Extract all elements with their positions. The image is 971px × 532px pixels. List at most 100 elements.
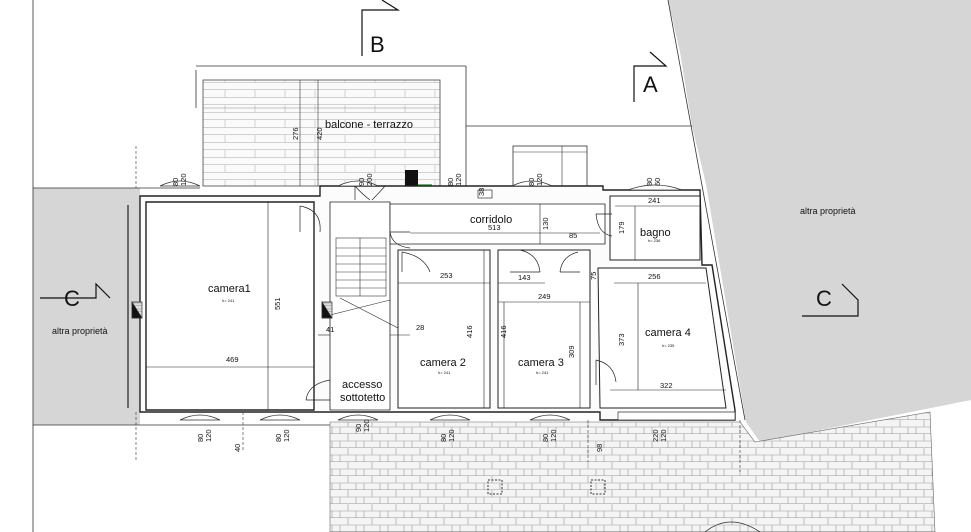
opening-labels-bottom: 80 120 40 80 120 90 120 80 120 80 120 98… (196, 419, 668, 452)
balcony-step (405, 170, 418, 186)
opening-top-a: 80 (171, 178, 180, 186)
door-camera3 (510, 249, 541, 273)
roof-skylight (704, 521, 761, 532)
opening-bottom-a: 80 (439, 434, 448, 442)
opening-bottom-a: 90 (354, 424, 363, 432)
door-camera4-inner (595, 359, 617, 385)
dim-corridoio-width: 130 (541, 217, 550, 230)
opening-top-a: 90 (357, 178, 366, 186)
staircase (335, 237, 387, 297)
door-bagno (595, 213, 613, 237)
room-label-camera1: camera1 (208, 283, 251, 295)
section-c-left-label: C (64, 286, 80, 311)
dim-camera4-width-top: 256 (648, 272, 661, 281)
neighbor-areas (33, 0, 971, 442)
opening-bottom-b: 120 (447, 429, 456, 442)
opening-bottom-a: 40 (233, 444, 242, 452)
neighbor-label-left: altra proprietà (52, 326, 108, 336)
dimension-lines (146, 202, 726, 410)
balcony (195, 70, 588, 187)
room-height-camera1: h= 241 (222, 298, 235, 303)
section-b-flag (361, 0, 401, 56)
room-label-camera2: camera 2 (420, 357, 466, 369)
opening-top-b: 120 (535, 173, 544, 186)
dim-camera3-width: 249 (538, 292, 551, 301)
opening-bottom-a: 220 (651, 429, 660, 442)
section-a-flag (633, 51, 668, 102)
neighbor-area-left (33, 188, 140, 425)
door-corridor-left (389, 231, 411, 249)
door-accesso (305, 379, 331, 401)
dim-camera2-depth: 416 (465, 325, 474, 338)
opening-top-a: 80 (446, 178, 455, 186)
door-balcony (354, 185, 386, 201)
opening-top-b: 200 (365, 173, 374, 186)
room-height-camera4: h= 235 (662, 343, 675, 348)
roof-tiles (329, 411, 936, 532)
dim-camera2-width: 253 (440, 271, 453, 280)
room-label-bagno: bagno (640, 227, 671, 239)
neighbor-label-right: altra proprietà (800, 206, 856, 216)
windows (127, 180, 736, 421)
dim-camera3-width-top: 143 (518, 273, 531, 282)
section-markers (40, 0, 859, 317)
dim-camera4-depth: 373 (617, 333, 626, 346)
opening-bottom-b: 120 (362, 419, 371, 432)
section-c-left-flag (40, 282, 111, 299)
door-camera4 (559, 251, 580, 273)
room-height-bagno: h= 236 (648, 238, 661, 243)
section-c-right-label: C (816, 286, 832, 311)
dim-camera1-depth: 551 (273, 297, 282, 310)
dim-corridoio-length: 513 (488, 223, 501, 232)
room-label-balcone: balcone - terrazzo (325, 119, 413, 131)
exterior-walls (139, 185, 736, 421)
door-camera2 (401, 251, 431, 273)
opening-bottom-a: 80 (274, 434, 283, 442)
doors (299, 185, 617, 401)
room-label-corridoio: corridolo (470, 214, 512, 226)
dim-balcone-width: 420 (315, 127, 324, 140)
section-a-label: A (643, 72, 658, 97)
opening-bottom-a: 80 (541, 434, 550, 442)
room-label-camera3: camera 3 (518, 357, 564, 369)
opening-bottom-b: 120 (659, 429, 668, 442)
opening-top-a: 80 (645, 178, 654, 186)
opening-bottom-b: 120 (549, 429, 558, 442)
balcony-floor (202, 79, 441, 187)
opening-bottom-a: 80 (196, 434, 205, 442)
opening-top-a: 80 (527, 178, 536, 186)
dim-camera4-width: 322 (660, 381, 673, 390)
opening-top-b: 120 (454, 173, 463, 186)
section-b-label: B (370, 32, 385, 57)
opening-bottom-b: 120 (282, 429, 291, 442)
dim-bagno-width: 241 (648, 196, 661, 205)
dim-bagno-depth: 179 (617, 221, 626, 234)
dim-camera3-depth-a: 416 (499, 325, 508, 338)
dim-75: 75 (589, 272, 598, 280)
boundary-lines (32, 0, 746, 532)
opening-top-b: 60 (653, 178, 662, 186)
room-label-accesso-1: accesso (342, 379, 382, 391)
dim-stair-28: 28 (416, 323, 424, 332)
roof-area-bottom (329, 411, 936, 532)
dim-38: 38 (477, 188, 486, 196)
chimney-1 (487, 479, 503, 495)
dim-wall-41: 41 (326, 325, 334, 334)
opening-bottom-a: 98 (595, 444, 604, 452)
opening-labels-top: 80 120 90 200 80 120 80 120 80 60 (171, 173, 662, 186)
room-label-accesso-2: sottotetto (340, 392, 385, 404)
dimension-ticks (135, 146, 741, 472)
dim-camera3-depth-b: 309 (567, 345, 576, 358)
room-height-camera3: h= 241 (536, 370, 549, 375)
opening-bottom-b: 120 (204, 429, 213, 442)
dim-camera1-width: 469 (226, 355, 239, 364)
room-height-camera2: h= 241 (438, 370, 451, 375)
dim-85: 85 (569, 231, 577, 240)
dim-balcone-depth: 276 (291, 127, 300, 140)
room-label-camera4: camera 4 (645, 327, 691, 339)
chimney-2 (590, 479, 606, 495)
neighbor-area-right (668, 0, 971, 442)
door-camera1 (299, 205, 321, 233)
section-c-right-flag (802, 283, 859, 317)
